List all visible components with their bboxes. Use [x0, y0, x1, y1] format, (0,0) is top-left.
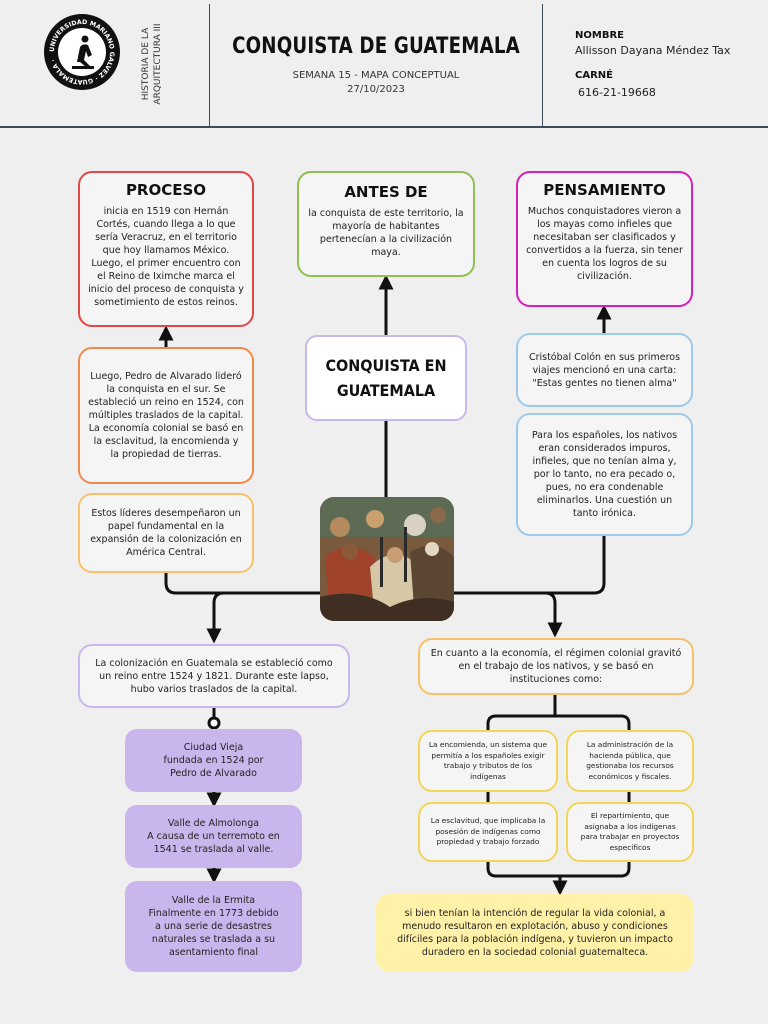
economia-box: En cuanto a la economía, el régimen colo…: [418, 638, 694, 695]
economia-text: En cuanto a la economía, el régimen colo…: [430, 648, 682, 685]
course-name: HISTORIA DE LA ARQUITECTURA III: [141, 23, 163, 105]
page-title: CONQUISTA DE GUATEMALA: [232, 34, 520, 59]
id-label: CARNÉ: [575, 70, 613, 81]
conclusion-text: si bien tenían la intención de regular l…: [397, 908, 673, 958]
header-bar: [0, 0, 768, 128]
capital-almolonga: Valle de Almolonga A causa de un terremo…: [125, 805, 302, 868]
alvarado-text: Luego, Pedro de Alvarado lideró la conqu…: [88, 371, 244, 460]
center-title: CONQUISTA EN GUATEMALA: [325, 356, 447, 400]
antes-box: ANTES DE la conquista de este territorio…: [297, 171, 475, 277]
lideres-text: Estos líderes desempeñaron un papel fund…: [90, 508, 242, 558]
header-divider-right: [542, 4, 543, 126]
page-date: 27/10/2023: [347, 84, 405, 95]
alvarado-box: Luego, Pedro de Alvarado lideró la conqu…: [78, 347, 254, 484]
pensamiento-title: PENSAMIENTO: [543, 181, 666, 199]
colonizacion-text: La colonización en Guatemala se establec…: [95, 657, 333, 695]
pensamiento-box: PENSAMIENTO Muchos conquistadores vieron…: [516, 171, 693, 307]
capital-almolonga-text: Valle de Almolonga A causa de un terremo…: [147, 818, 280, 855]
institution-repartimiento: El repartimiento, que asignaba a los ind…: [566, 802, 694, 862]
espanoles-text: Para los españoles, los nativos eran con…: [531, 430, 678, 519]
university-logo: UNIVERSIDAD MARIANO GALVEZ · GUATEMALA ·: [44, 14, 120, 90]
arrow-colonizacion: [206, 591, 322, 644]
mural-image: [320, 497, 454, 621]
institution-hacienda-text: La administración de la hacienda pública…: [586, 740, 674, 781]
institution-esclavitud: La esclavitud, que implicaba la posesión…: [418, 802, 558, 862]
page-subtitle: SEMANA 15 - MAPA CONCEPTUAL: [292, 70, 460, 81]
arrow-economia: [452, 591, 563, 638]
lideres-box: Estos líderes desempeñaron un papel fund…: [78, 493, 254, 573]
pensamiento-text: Muchos conquistadores vieron a los mayas…: [526, 206, 683, 282]
center-title-box: CONQUISTA EN GUATEMALA: [305, 335, 467, 421]
espanoles-box: Para los españoles, los nativos eran con…: [516, 413, 693, 536]
connector-right-trunk: [452, 534, 606, 595]
antes-title: ANTES DE: [344, 183, 428, 201]
capital-ciudad-vieja: Ciudad Vieja fundada en 1524 por Pedro d…: [125, 729, 302, 792]
connector-institutions-top: [486, 714, 631, 732]
institution-esclavitud-text: La esclavitud, que implicaba la posesión…: [430, 816, 546, 847]
colonizacion-box: La colonización en Guatemala se establec…: [78, 644, 350, 708]
antes-text: la conquista de este territorio, la mayo…: [308, 208, 464, 258]
connector-left-trunk: [164, 571, 322, 595]
proceso-text: inicia en 1519 con Hernán Cortés, cuando…: [88, 206, 244, 308]
colon-text: Cristóbal Colón en sus primeros viajes m…: [528, 351, 681, 389]
header-divider-left: [209, 4, 210, 126]
institution-encomienda: La encomienda, un sistema que permitía a…: [418, 730, 558, 792]
capital-ciudad-vieja-text: Ciudad Vieja fundada en 1524 por Pedro d…: [163, 742, 264, 779]
proceso-title: PROCESO: [125, 181, 207, 199]
course-label-block: HISTORIA DE LA ARQUITECTURA III: [132, 16, 172, 112]
connector-node: [207, 716, 221, 730]
colon-box: Cristóbal Colón en sus primeros viajes m…: [516, 333, 693, 407]
capital-ermita: Valle de la Ermita Finalmente en 1773 de…: [125, 881, 302, 972]
institution-hacienda: La administración de la hacienda pública…: [566, 730, 694, 792]
institution-encomienda-text: La encomienda, un sistema que permitía a…: [428, 740, 548, 781]
institution-repartimiento-text: El repartimiento, que asignaba a los ind…: [580, 811, 680, 852]
proceso-box: PROCESO inicia en 1519 con Hernán Cortés…: [78, 171, 254, 327]
name-label: NOMBRE: [575, 30, 624, 41]
id-value: 616-21-19668: [578, 86, 656, 99]
connector-institutions-bottom: [486, 860, 631, 878]
name-value: Allisson Dayana Méndez Tax: [575, 44, 731, 57]
conclusion-box: si bien tenían la intención de regular l…: [376, 894, 694, 972]
capital-ermita-text: Valle de la Ermita Finalmente en 1773 de…: [148, 895, 279, 958]
